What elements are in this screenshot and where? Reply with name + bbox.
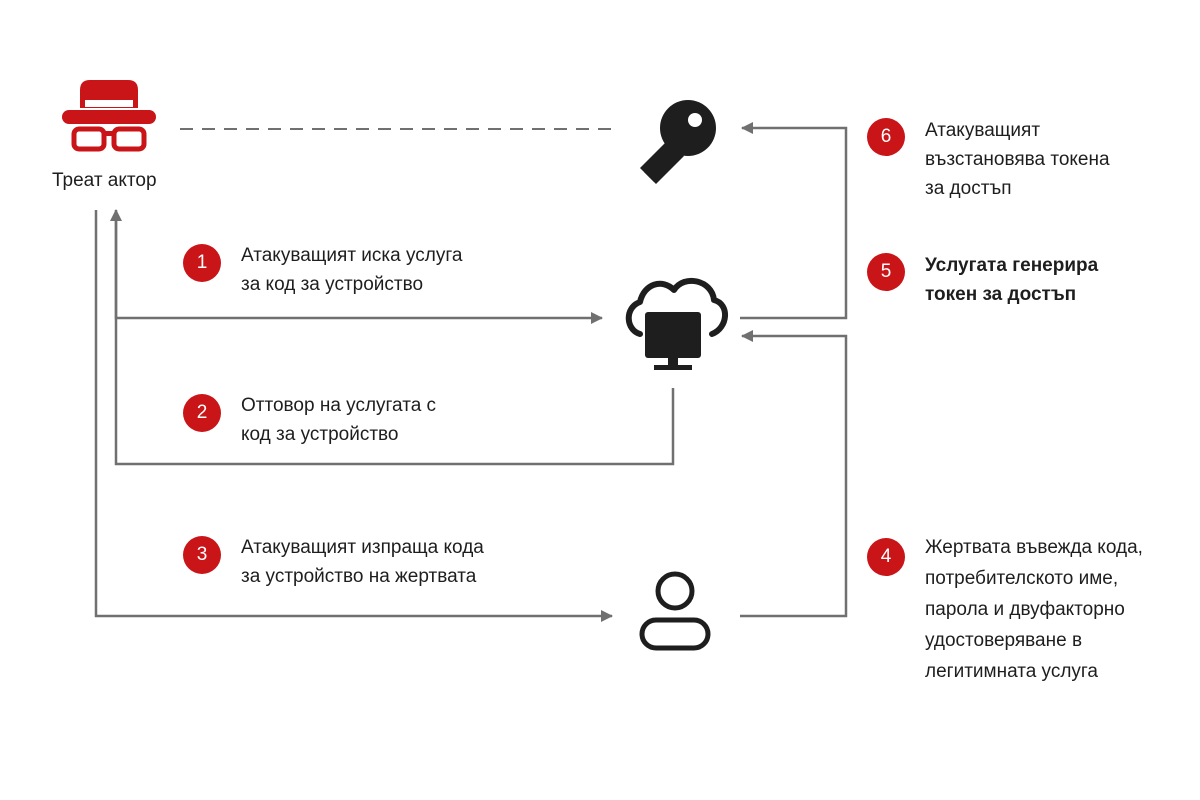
step-2-text: Оттовор на услугата с код за устройство [241,395,437,445]
arrow-step-2 [110,209,675,466]
step-6: 6 Атакуващият възстановява токена за дос… [867,118,1110,203]
threat-actor-label: Треат актор [52,170,157,191]
step-3-text: Атакуващият изпраща кода за устройство н… [241,537,484,587]
step-5-text: Услугата генерира токен за достъп [925,255,1099,305]
cloud-computer-icon [625,278,728,370]
step-1-text: Атакуващият иска услуга за код за устрой… [241,245,463,295]
arrow-step-4 [740,330,848,618]
arrow-step-6 [740,122,848,320]
step-2: 2 Оттовор на услугата с код за устройств… [183,394,436,449]
user-icon [639,571,711,651]
step-6-text: Атакуващият възстановява токена за достъ… [925,120,1110,199]
step-1-badge: 1 [183,244,221,282]
step-4: 4 Жертвата въвежда кода, потребителското… [867,537,1143,687]
key-icon [640,100,716,184]
step-3-badge: 3 [183,536,221,574]
step-5-badge: 5 [867,253,905,291]
step-5: 5 Услугата генерира токен за достъп [867,253,1098,309]
threat-actor-icon [62,80,156,152]
step-2-badge: 2 [183,394,221,432]
step-6-badge: 6 [867,118,905,156]
step-3: 3 Атакуващият изпраща кода за устройство… [183,536,484,591]
step-4-text: Жертвата въвежда кода, потребителското и… [925,537,1143,682]
step-4-badge: 4 [867,538,905,576]
step-1: 1 Атакуващият иска услуга за код за устр… [183,244,462,299]
arrow-step-3 [94,210,613,622]
